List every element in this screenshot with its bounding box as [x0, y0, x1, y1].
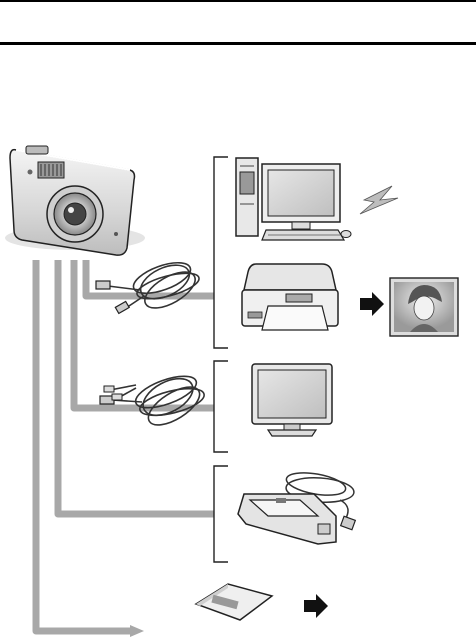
- connector-to-card: [36, 260, 130, 631]
- bracket-tv: [214, 361, 228, 452]
- mouse-icon: [341, 231, 351, 238]
- arrow-right-icon: [304, 594, 328, 618]
- arrow-right-icon: [360, 292, 384, 316]
- tv-icon: [252, 364, 332, 436]
- brackets: [214, 157, 228, 562]
- printed-photo: [390, 278, 458, 336]
- av-cable: [100, 370, 207, 433]
- lightning-icon: [360, 186, 398, 214]
- bracket-computer-printer: [214, 157, 228, 348]
- card-arrowhead: [130, 625, 144, 637]
- connector-paths: [36, 260, 214, 631]
- usb-cable: [96, 256, 201, 315]
- bracket-charger: [214, 466, 228, 562]
- camera-icon: [5, 146, 145, 255]
- tower-icon: [236, 158, 258, 236]
- charger-icon: [238, 469, 355, 544]
- printer-icon: [242, 264, 338, 330]
- keyboard-icon: [262, 230, 344, 240]
- monitor-icon: [262, 164, 340, 229]
- computer: [236, 158, 398, 240]
- sd-card-icon: [196, 584, 272, 620]
